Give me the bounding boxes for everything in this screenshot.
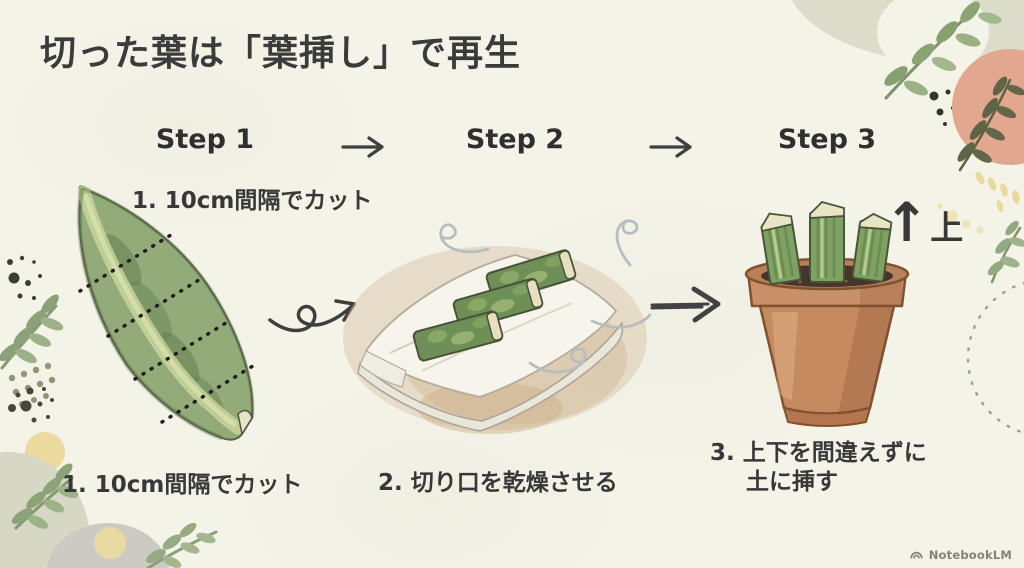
decor-pale-yellow-dots bbox=[937, 203, 984, 234]
notebooklm-badge: NotebookLM bbox=[909, 547, 1012, 562]
cut-lines-dotted bbox=[78, 231, 258, 424]
leaf-cutting bbox=[851, 212, 893, 283]
decor-dashed-circle bbox=[966, 281, 1024, 435]
notebooklm-wordmark: NotebookLM bbox=[928, 547, 1012, 562]
caption-step-1: 1. 10cm間隔でカット bbox=[62, 472, 303, 498]
flow-arrow-icon bbox=[650, 286, 721, 323]
up-label: 上 bbox=[930, 208, 964, 248]
caption-step-3: 3. 上下を間違えずに 土に挿す bbox=[710, 439, 927, 498]
decor-branch-bottom-left-2-icon bbox=[146, 522, 218, 568]
decor-ink-dots-left bbox=[7, 255, 42, 300]
step-2-label: Step 2 bbox=[465, 124, 565, 155]
caption-step-2: 2. 切り口を乾燥させる bbox=[378, 470, 618, 496]
potted-cuttings-illustration bbox=[744, 200, 910, 427]
notebooklm-logo-icon bbox=[910, 551, 923, 559]
decor-dark-dots-bottom-left bbox=[8, 387, 54, 423]
step-3-label: Step 3 bbox=[777, 124, 877, 155]
decor-branch-bottom-left-icon bbox=[11, 463, 79, 530]
drying-segments-illustration bbox=[343, 219, 652, 434]
leaf-cutting bbox=[809, 200, 845, 283]
decor-branch-top-right-icon bbox=[884, 1, 1002, 100]
step-1-label: Step 1 bbox=[155, 124, 255, 155]
page-title: 切った葉は「葉挿し」で再生 bbox=[40, 33, 522, 74]
up-arrow-icon: ↑ bbox=[884, 191, 930, 254]
decor-olive-branch-icon bbox=[957, 76, 1024, 172]
leaf-shading bbox=[76, 185, 255, 441]
decor-yellow-dashes bbox=[975, 171, 1020, 212]
wind-swirl-icon bbox=[439, 219, 652, 374]
step-arrow-icon-1 bbox=[341, 136, 384, 158]
decor-side-branch-icon bbox=[987, 220, 1024, 284]
orientation-note: ↑ 上 bbox=[884, 191, 964, 254]
leaf-cutting bbox=[760, 212, 802, 285]
step-arrow-icon-2 bbox=[649, 136, 692, 158]
curly-arrow-icon bbox=[268, 299, 356, 333]
cut-interval-annotation: 1. 10cm間隔でカット bbox=[132, 188, 373, 214]
leaf-segment bbox=[412, 310, 504, 362]
cut-leaf-illustration bbox=[76, 185, 258, 441]
decor-branch-left-icon bbox=[0, 294, 64, 370]
caption-step-3-line-1: 3. 上下を間違えずに bbox=[710, 440, 927, 466]
caption-step-3-line-2: 土に挿す bbox=[746, 469, 838, 496]
